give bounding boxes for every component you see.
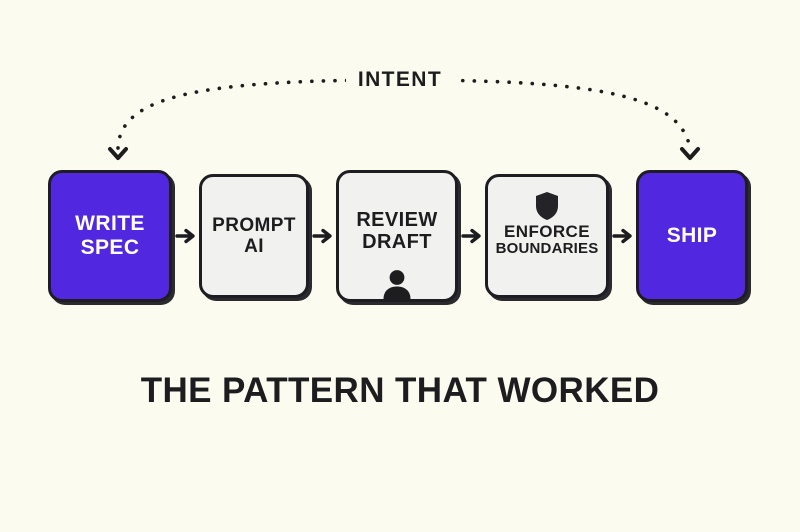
flow-node-label: ENFORCE BOUNDARIES (496, 203, 599, 277)
arrow-right-icon (460, 228, 481, 244)
flow-node-review-draft[interactable]: REVIEW DRAFT (336, 170, 458, 302)
flow-connector (173, 223, 199, 249)
flow-node-enforce-boundaries[interactable]: ENFORCE BOUNDARIES (485, 174, 609, 298)
intent-label-text: INTENT (345, 68, 455, 91)
flow-node-label: WRITE SPEC (75, 212, 145, 259)
flow-node-label: REVIEW DRAFT (356, 208, 438, 253)
flow-row: WRITE SPEC PROMPT AI REVIEW DRAFT (48, 170, 748, 302)
arrow-right-icon (311, 228, 332, 244)
flow-node-write-spec[interactable]: WRITE SPEC (48, 170, 172, 302)
flow-connector (610, 223, 636, 249)
flow-node-label-line2: BOUNDARIES (495, 240, 599, 258)
flow-node-label: SHIP (666, 224, 718, 248)
arrow-right-icon (611, 228, 632, 244)
intent-label: INTENT (0, 68, 800, 92)
person-icon (379, 269, 415, 299)
flow-node-ship[interactable]: SHIP (636, 170, 748, 302)
flow-connector (310, 223, 336, 249)
diagram-caption: THE PATTERN THAT WORKED (140, 371, 660, 410)
intent-arrowhead-right (680, 147, 700, 160)
flow-node-label-line1: ENFORCE (504, 222, 590, 242)
intent-arrowhead-left (108, 147, 128, 160)
flow-node-label: PROMPT AI (212, 214, 296, 257)
flow-connector (459, 223, 485, 249)
arrow-right-icon (174, 228, 195, 244)
shield-icon (534, 191, 560, 221)
flow-node-prompt-ai[interactable]: PROMPT AI (199, 174, 309, 298)
